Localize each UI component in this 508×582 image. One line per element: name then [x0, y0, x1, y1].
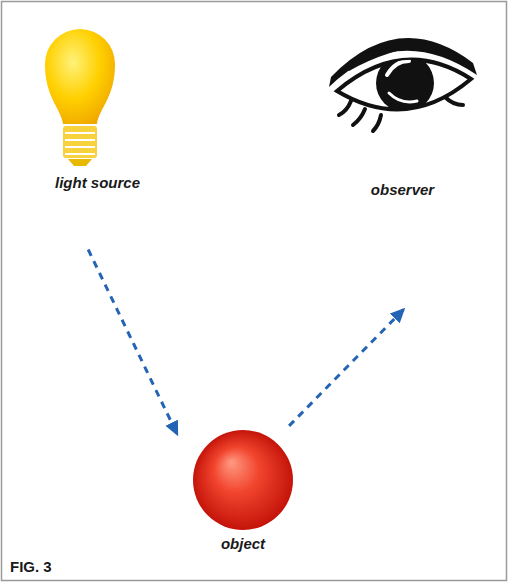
node-text-holder: object: [179, 428, 307, 554]
bulb-thread: [65, 153, 95, 155]
eyelash: [353, 109, 365, 125]
light-source-node: light source: [26, 20, 169, 245]
red-sphere: [193, 430, 293, 530]
object-node: object: [179, 428, 307, 558]
bulb-thread: [65, 132, 95, 134]
eyelash: [373, 115, 381, 131]
observer-node: observer: [321, 35, 484, 305]
eyelash: [445, 97, 463, 105]
eyebrow-stroke: [345, 42, 437, 71]
upper-eyelid: [329, 38, 477, 87]
eyelash: [339, 101, 351, 115]
bulb-thread: [65, 146, 95, 148]
node-illustration: [183, 428, 303, 532]
figure-caption: FIG. 3: [10, 558, 52, 576]
node-label: light source: [26, 173, 169, 193]
node-label: object: [179, 534, 307, 554]
node-label: observer: [321, 180, 484, 200]
eye-highlight: [387, 61, 409, 75]
bulb-glass: [45, 29, 115, 124]
dashed-light-ray: [88, 250, 178, 436]
node-illustration: [325, 35, 480, 145]
eye-highlight: [389, 93, 417, 102]
bulb-base: [63, 126, 97, 158]
eye-iris: [376, 54, 434, 112]
node-illustration: [30, 20, 130, 170]
bulb-tip: [68, 159, 92, 166]
bulb-thread: [65, 139, 95, 141]
node-text-holder: observer: [321, 35, 484, 200]
dashed-light-ray: [289, 309, 404, 426]
node-text-holder: light source: [26, 20, 169, 193]
